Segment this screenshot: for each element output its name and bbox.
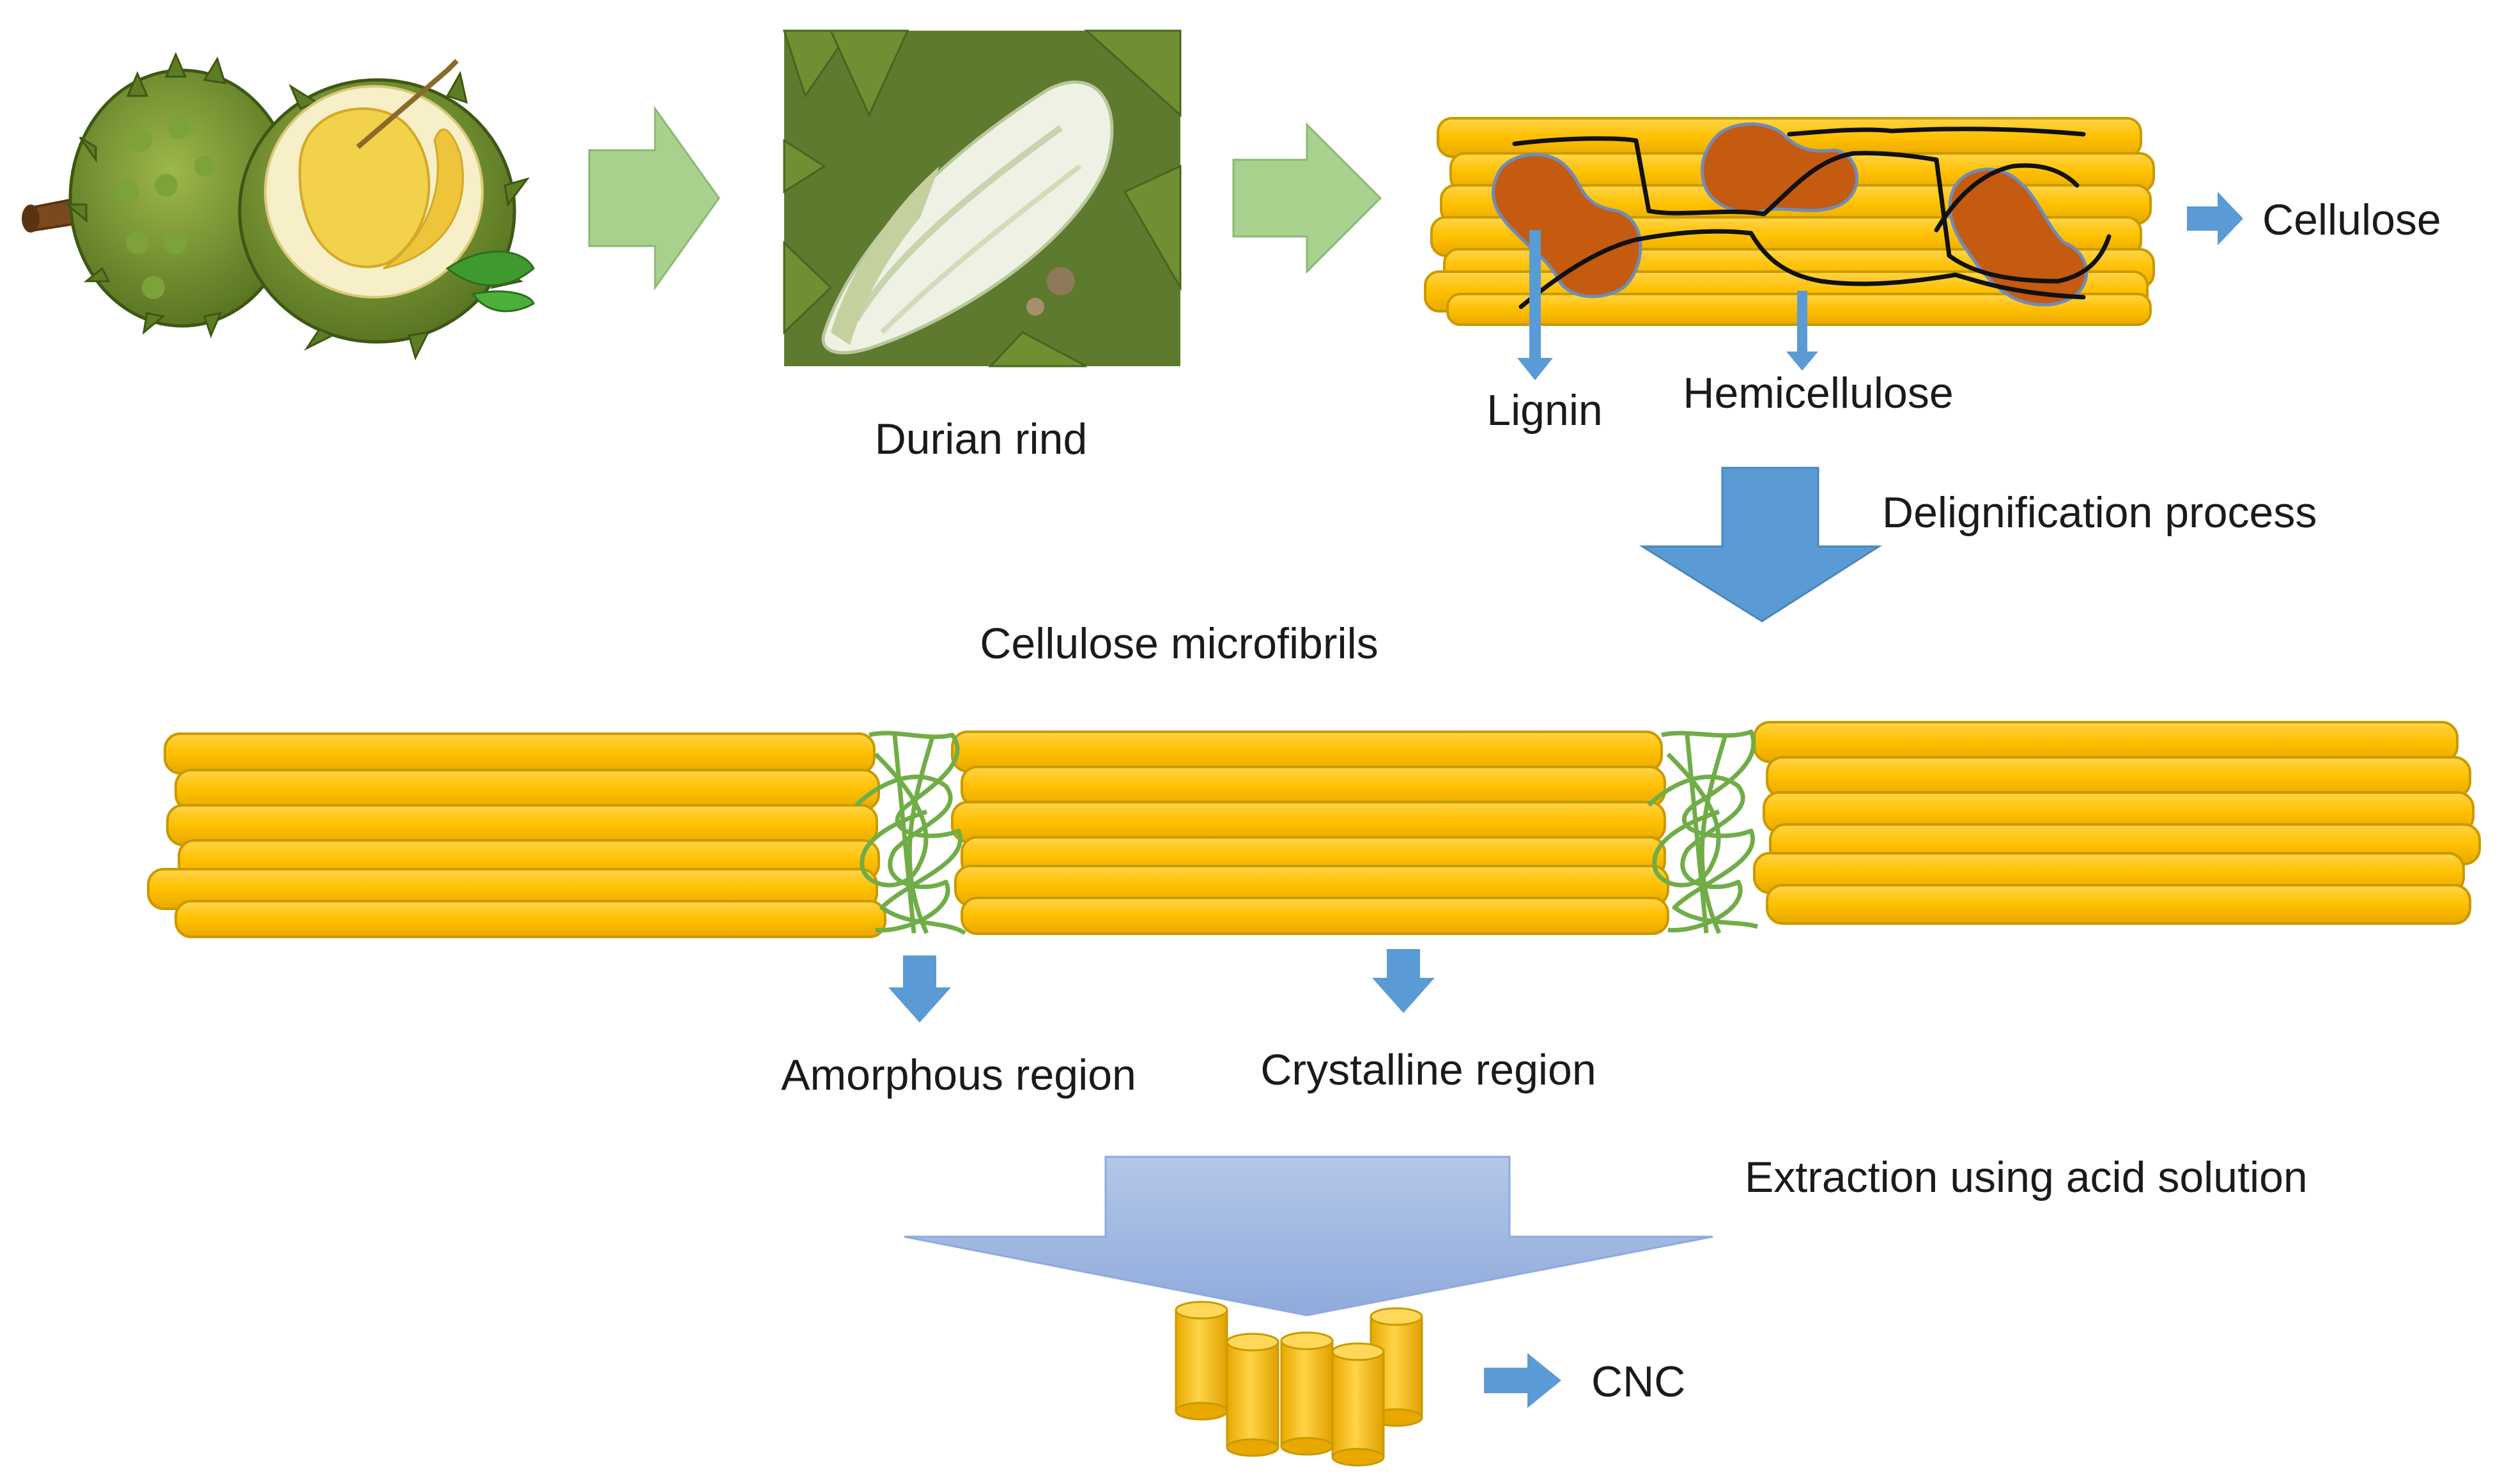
lignin-blob [1700,122,1858,215]
amorphous-tangle-1 [854,730,966,936]
hemicellulose-pointer-arrow [1786,291,1818,371]
crystalline-pointer-arrow [1372,949,1435,1013]
label-cellulose: Cellulose [2262,196,2441,244]
label-amorphous: Amorphous region [781,1051,1136,1099]
cnc-cylinder [1280,1331,1334,1456]
durian-rind-image [782,29,1182,367]
hemicellulose-strand [1518,229,2086,309]
crystalline-segment-2 [951,730,1669,935]
cnc-crystals [1175,1301,1423,1467]
amorphous-pointer-arrow [888,955,951,1023]
delignification-arrow [1639,467,1883,622]
cnc-pointer-arrow [1484,1353,1561,1408]
hemicellulose-strand [1787,127,2086,137]
cnc-cylinder [1226,1333,1279,1457]
extraction-arrow [904,1156,1713,1317]
label-hemicellulose: Hemicellulose [1683,369,1953,417]
amorphous-tangle-2 [1647,729,1759,934]
durian-fruit-image [22,52,535,361]
label-extraction: Extraction using acid solution [1745,1153,2308,1202]
cellulose-microfibril-bundle [147,721,2481,938]
lignocellulose-bundle [1424,117,2155,326]
cnc-cylinder [1331,1342,1385,1467]
lignin-pointer-arrow [1517,230,1553,380]
process-arrow-2 [1232,122,1382,274]
crystalline-segment-3 [1753,721,2481,925]
hemicellulose-strand [1512,136,1952,258]
label-durian-rind: Durian rind [875,415,1088,463]
label-crystalline: Crystalline region [1260,1046,1596,1094]
label-delignification: Delignification process [1882,488,2317,537]
cnc-cylinder [1175,1301,1228,1421]
label-microfibrils: Cellulose microfibrils [980,619,1378,668]
cellulose-pointer-arrow [2187,192,2243,245]
hemicellulose-strand [1934,163,2112,284]
crystalline-segment-1 [147,732,886,938]
lignin-blob [1491,153,1642,298]
label-lignin: Lignin [1487,386,1603,435]
label-cnc: CNC [1591,1357,1685,1406]
process-arrow-1 [588,105,720,291]
